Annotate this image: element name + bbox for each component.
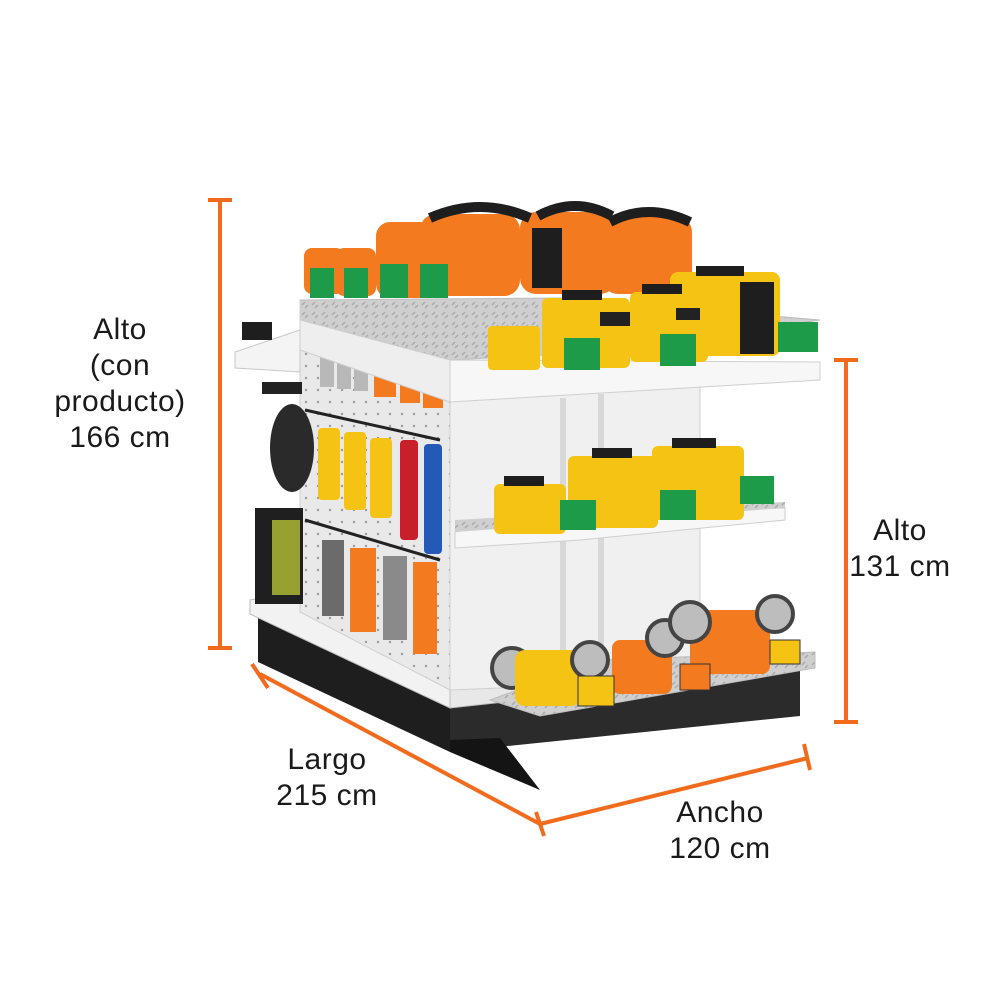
label-ancho: Ancho 120 cm [655, 795, 785, 867]
welding-helmet-icon [262, 382, 314, 492]
welding-glove-icon-red [400, 440, 442, 554]
dimension-alto [834, 358, 858, 724]
label-alto-con-producto: Alto (con producto) 166 cm [20, 312, 220, 456]
dimension-alto-con-producto [208, 198, 232, 650]
label-ancho-line2: 120 cm [669, 832, 771, 865]
truper-welder-icon-group [304, 201, 693, 298]
yellow-welder-group-top [488, 266, 818, 370]
small-monitor [242, 322, 272, 340]
label-alto: Alto 131 cm [845, 513, 955, 585]
label-alto-line1: Alto [873, 514, 927, 547]
label-alto-con-producto-line1: Alto [93, 313, 147, 346]
yellow-welder-group-middle [494, 438, 774, 534]
label-largo-line2: 215 cm [276, 779, 378, 812]
label-alto-con-producto-line2: (con producto) [54, 349, 186, 418]
label-ancho-line1: Ancho [676, 796, 764, 829]
label-largo: Largo 215 cm [262, 742, 392, 814]
label-alto-line2: 131 cm [849, 550, 951, 583]
label-alto-con-producto-line3: 166 cm [69, 421, 171, 454]
welding-glove-icon-yellow [318, 428, 392, 518]
dimension-ancho [539, 743, 812, 826]
label-largo-line1: Largo [287, 743, 367, 776]
bench-grinder-icon-group [490, 594, 801, 707]
dimension-lines [208, 198, 858, 837]
hanging-packs-bottom [322, 540, 437, 654]
